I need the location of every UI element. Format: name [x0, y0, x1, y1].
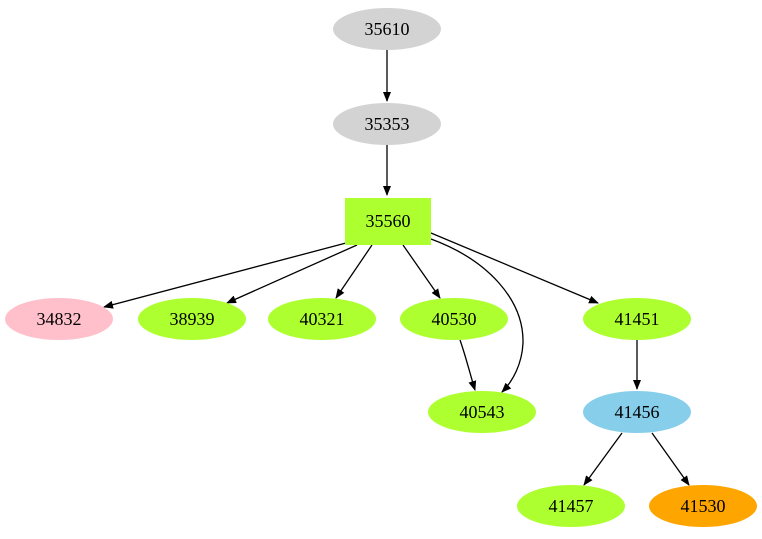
node-35560: 35560 [345, 198, 431, 245]
node-35560-shape [345, 198, 431, 245]
node-41456: 41456 [583, 391, 691, 433]
edge-35560-38939 [226, 244, 358, 304]
node-35610-label: 35610 [365, 19, 410, 39]
edge-35560-40530 [402, 244, 441, 299]
edge-41456-41530 [651, 432, 690, 486]
node-41457-label: 41457 [549, 496, 594, 516]
node-layer: 35610 35353 35560 34832 38939 40321 [5, 8, 757, 527]
node-34832: 34832 [5, 298, 113, 340]
edge-35560-40543 [430, 238, 524, 393]
node-40321-shape [268, 298, 376, 340]
node-41451-shape [583, 298, 691, 340]
node-41457: 41457 [517, 485, 625, 527]
edge-35560-41451 [430, 232, 599, 304]
node-40543: 40543 [428, 391, 536, 433]
node-41530-shape [649, 485, 757, 527]
node-35353-shape [333, 103, 441, 145]
node-38939-label: 38939 [170, 309, 215, 329]
node-41451: 41451 [583, 298, 691, 340]
node-40530-shape [400, 298, 508, 340]
node-34832-label: 34832 [37, 309, 82, 329]
edge-layer [103, 50, 690, 486]
edge-41456-41457 [583, 432, 623, 486]
node-35560-label: 35560 [366, 211, 411, 231]
node-35610: 35610 [333, 8, 441, 50]
node-38939: 38939 [138, 298, 246, 340]
edge-40530-40543 [459, 339, 477, 391]
node-40530-label: 40530 [432, 309, 477, 329]
node-40530: 40530 [400, 298, 508, 340]
node-34832-shape [5, 298, 113, 340]
node-40321-label: 40321 [300, 309, 345, 329]
node-41456-shape [583, 391, 691, 433]
node-35610-shape [333, 8, 441, 50]
edge-35560-40321 [335, 244, 373, 299]
node-35353-label: 35353 [365, 114, 410, 134]
node-40321: 40321 [268, 298, 376, 340]
node-41456-label: 41456 [615, 402, 660, 422]
node-38939-shape [138, 298, 246, 340]
node-40543-label: 40543 [460, 402, 505, 422]
node-41530: 41530 [649, 485, 757, 527]
node-41457-shape [517, 485, 625, 527]
node-40543-shape [428, 391, 536, 433]
edge-35560-34832 [103, 242, 347, 309]
node-41451-label: 41451 [615, 309, 660, 329]
node-41530-label: 41530 [681, 496, 726, 516]
node-35353: 35353 [333, 103, 441, 145]
